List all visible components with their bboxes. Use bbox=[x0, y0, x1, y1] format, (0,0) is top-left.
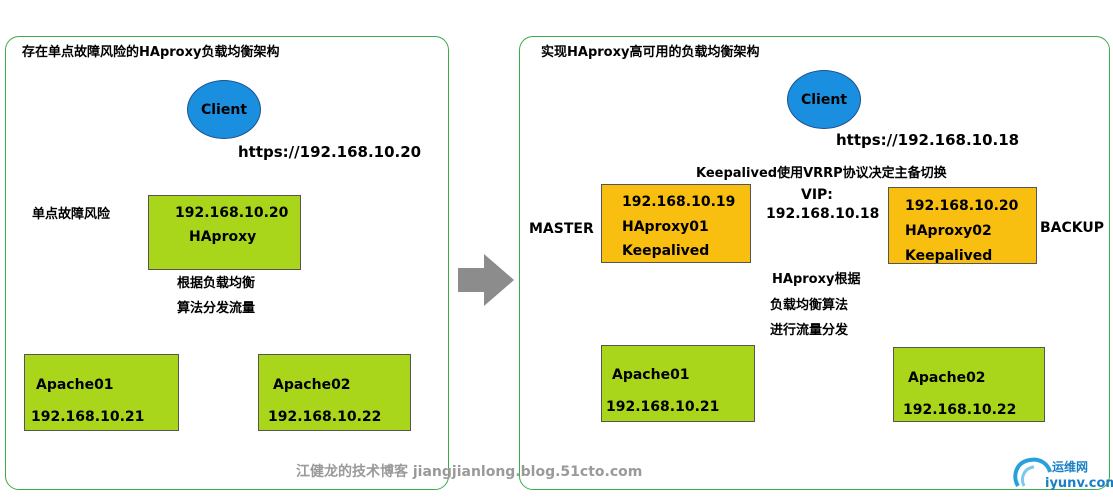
backup-label: BACKUP bbox=[1040, 220, 1105, 236]
blog-watermark: 江健龙的技术博客 jiangjianlong.blog.51cto.com bbox=[296, 464, 643, 480]
backup-name: HAproxy02 bbox=[905, 223, 992, 239]
vip-label: VIP: bbox=[801, 187, 833, 203]
left-algo-line2: 算法分发流量 bbox=[177, 301, 256, 316]
left-apache02-ip: 192.168.10.22 bbox=[268, 409, 382, 425]
vrrp-note: Keepalived使用VRRP协议决定主备切换 bbox=[696, 166, 947, 181]
left-client-label: Client bbox=[200, 101, 248, 118]
transition-arrow bbox=[458, 254, 514, 306]
right-algo-line2: 负载均衡算法 bbox=[770, 298, 849, 313]
right-apache02-node: Apache02 192.168.10.22 bbox=[893, 347, 1045, 422]
left-apache01-name: Apache01 bbox=[36, 377, 114, 393]
right-apache01-ip: 192.168.10.21 bbox=[606, 399, 720, 415]
right-client-label: Client bbox=[800, 91, 848, 108]
right-apache02-ip: 192.168.10.22 bbox=[903, 402, 1017, 418]
master-haproxy-node: 192.168.10.19 HAproxy01 Keepalived bbox=[601, 184, 751, 263]
vip-ip: 192.168.10.18 bbox=[766, 206, 880, 222]
right-apache01-name: Apache01 bbox=[612, 367, 690, 383]
logo-domain: iyunv.com bbox=[1045, 476, 1113, 491]
left-apache01-ip: 192.168.10.21 bbox=[31, 409, 145, 425]
backup-haproxy-node: 192.168.10.20 HAproxy02 Keepalived bbox=[888, 187, 1037, 264]
right-algo-line3: 进行流量分发 bbox=[770, 323, 849, 338]
right-apache01-node: Apache01 192.168.10.21 bbox=[601, 345, 755, 422]
left-haproxy-node: 192.168.10.20 HAproxy bbox=[148, 195, 301, 270]
backup-ip: 192.168.10.20 bbox=[905, 198, 1019, 214]
master-label: MASTER bbox=[529, 221, 594, 237]
right-algo-line1: HAproxy根据 bbox=[772, 272, 861, 287]
backup-keepalived: Keepalived bbox=[905, 248, 993, 264]
swirl-logo-icon bbox=[1013, 457, 1052, 488]
left-haproxy-name: HAproxy bbox=[189, 229, 257, 245]
left-url-label: https://192.168.10.20 bbox=[238, 143, 422, 161]
left-apache02-name: Apache02 bbox=[273, 377, 351, 393]
risk-label: 单点故障风险 bbox=[32, 207, 111, 222]
left-apache02-node: Apache02 192.168.10.22 bbox=[258, 354, 411, 431]
master-ip: 192.168.10.19 bbox=[622, 194, 736, 210]
right-apache02-name: Apache02 bbox=[908, 370, 986, 386]
left-haproxy-ip: 192.168.10.20 bbox=[175, 205, 289, 221]
master-keepalived: Keepalived bbox=[622, 243, 710, 259]
left-client-node: Client bbox=[187, 80, 261, 139]
left-panel-title: 存在单点故障风险的HAproxy负载均衡架构 bbox=[22, 45, 280, 60]
left-apache01-node: Apache01 192.168.10.21 bbox=[24, 354, 179, 431]
logo-cn: 运维网 bbox=[1052, 460, 1089, 474]
right-client-node: Client bbox=[787, 70, 861, 129]
right-url-label: https://192.168.10.18 bbox=[836, 131, 1020, 149]
master-name: HAproxy01 bbox=[622, 219, 709, 235]
right-panel-title: 实现HAproxy高可用的负载均衡架构 bbox=[541, 45, 760, 60]
left-algo-line1: 根据负载均衡 bbox=[177, 276, 256, 291]
